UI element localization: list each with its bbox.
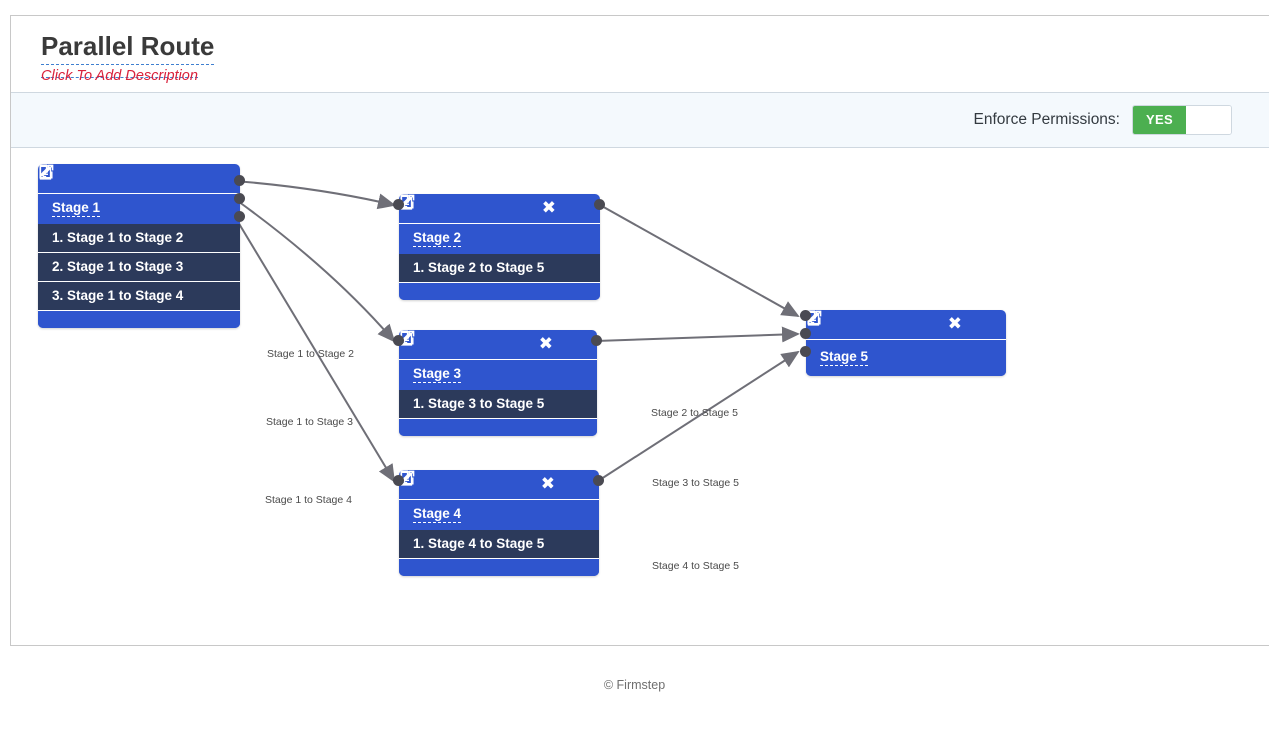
permissions-bar: Enforce Permissions: YES	[11, 91, 1269, 148]
stage-title-text[interactable]: Stage 2	[413, 230, 462, 248]
stage-footer[interactable]	[399, 558, 599, 576]
external-link-icon[interactable]	[400, 470, 587, 493]
route-canvas[interactable]: Stage 1 to Stage 2 Stage 1 to Stage 3 St…	[11, 147, 1269, 645]
document-icon[interactable]	[807, 310, 875, 333]
edge-label-stage2-stage5: Stage 2 to Stage 5	[651, 406, 738, 419]
external-link-icon[interactable]	[400, 194, 588, 217]
connector-dot-out[interactable]	[234, 174, 245, 186]
edge-label-stage4-stage5: Stage 4 to Stage 5	[652, 559, 739, 572]
enforce-permissions-toggle[interactable]: YES	[1132, 104, 1232, 135]
stage-toolbar: ✖	[399, 470, 599, 500]
edge-connectors	[234, 179, 800, 483]
stage-toolbar	[38, 164, 240, 194]
close-icon[interactable]: ✖	[540, 473, 555, 494]
pencil-icon[interactable]	[401, 331, 434, 353]
external-link-icon[interactable]	[807, 310, 994, 333]
connector-dot-in[interactable]	[800, 309, 811, 321]
document-icon[interactable]	[39, 164, 107, 187]
enforce-permissions-label: Enforce Permissions:	[973, 110, 1120, 128]
transition-row[interactable]: 2. Stage 1 to Stage 3	[38, 252, 240, 282]
connector-dot-in[interactable]	[393, 198, 404, 210]
transition-row[interactable]: 1. Stage 1 to Stage 2	[38, 223, 240, 253]
pencil-icon[interactable]	[40, 165, 73, 187]
connector-dot-out[interactable]	[594, 198, 605, 210]
stage-title-text[interactable]: Stage 4	[413, 506, 462, 524]
pencil-icon[interactable]	[401, 195, 434, 217]
stage-toolbar: ✖	[806, 310, 1006, 340]
connector-dot-in[interactable]	[393, 334, 404, 346]
close-icon[interactable]: ✖	[947, 313, 962, 334]
stage-title[interactable]: Stage 1	[38, 193, 240, 224]
close-icon[interactable]: ✖	[541, 197, 556, 218]
connector-dot-out[interactable]	[234, 192, 245, 204]
transition-row[interactable]: 1. Stage 4 to Stage 5	[399, 529, 599, 559]
external-link-icon[interactable]	[39, 164, 228, 187]
stage-title[interactable]: Stage 5	[806, 339, 1006, 376]
stage-title[interactable]: Stage 2	[399, 223, 600, 254]
stage-toolbar: ✖	[399, 194, 600, 224]
toggle-knob[interactable]	[1186, 105, 1231, 134]
stage-title[interactable]: Stage 3	[399, 359, 597, 390]
stage-node-stage5[interactable]: ✖ Stage 5	[806, 309, 1006, 376]
stage-footer[interactable]	[399, 282, 600, 300]
stage-node-stage3[interactable]: ✖ Stage 3 1. Stage 3 to Stage 5	[399, 329, 597, 436]
stage-title-text[interactable]: Stage 3	[413, 366, 462, 384]
document-icon[interactable]	[400, 194, 468, 217]
transition-row[interactable]: 1. Stage 3 to Stage 5	[399, 389, 597, 419]
edge-label-stage3-stage5: Stage 3 to Stage 5	[652, 476, 739, 489]
pencil-icon[interactable]	[401, 471, 434, 493]
stage-footer[interactable]	[38, 310, 240, 328]
transition-row[interactable]: 3. Stage 1 to Stage 4	[38, 281, 240, 311]
route-designer-panel: Parallel Route Click To Add Description …	[10, 15, 1269, 646]
connector-dot-out[interactable]	[591, 334, 602, 346]
external-link-icon[interactable]	[400, 330, 585, 353]
stage-title-text[interactable]: Stage 1	[52, 200, 101, 218]
connector-dot-in[interactable]	[393, 474, 404, 486]
document-icon[interactable]	[400, 330, 468, 353]
page-title[interactable]: Parallel Route	[41, 31, 215, 65]
edge-label-stage1-stage4: Stage 1 to Stage 4	[265, 493, 352, 506]
toggle-yes-label[interactable]: YES	[1133, 105, 1186, 134]
stage-node-stage1[interactable]: Stage 1 1. Stage 1 to Stage 2 2. Stage 1…	[38, 163, 240, 328]
pencil-icon[interactable]	[808, 311, 841, 333]
close-icon[interactable]: ✖	[538, 333, 553, 354]
stage-footer[interactable]	[399, 418, 597, 436]
connector-dot-out[interactable]	[234, 210, 245, 222]
route-header: Parallel Route Click To Add Description	[11, 16, 1269, 92]
stage-toolbar: ✖	[399, 330, 597, 360]
edge-label-stage1-stage3: Stage 1 to Stage 3	[266, 415, 353, 428]
route-description[interactable]: Click To Add Description	[41, 67, 198, 84]
connector-dot-in[interactable]	[800, 345, 811, 357]
stage-node-stage2[interactable]: ✖ Stage 2 1. Stage 2 to Stage 5	[399, 193, 600, 300]
stage-title[interactable]: Stage 4	[399, 499, 599, 530]
connector-dot-out[interactable]	[593, 474, 604, 486]
stage-node-stage4[interactable]: ✖ Stage 4 1. Stage 4 to Stage 5	[399, 469, 599, 576]
document-icon[interactable]	[400, 470, 468, 493]
connector-dot-in[interactable]	[800, 327, 811, 339]
stage-title-text[interactable]: Stage 5	[820, 349, 869, 367]
edge-label-stage1-stage2: Stage 1 to Stage 2	[267, 347, 354, 360]
footer-copyright: © Firmstep	[603, 678, 666, 692]
transition-row[interactable]: 1. Stage 2 to Stage 5	[399, 253, 600, 283]
